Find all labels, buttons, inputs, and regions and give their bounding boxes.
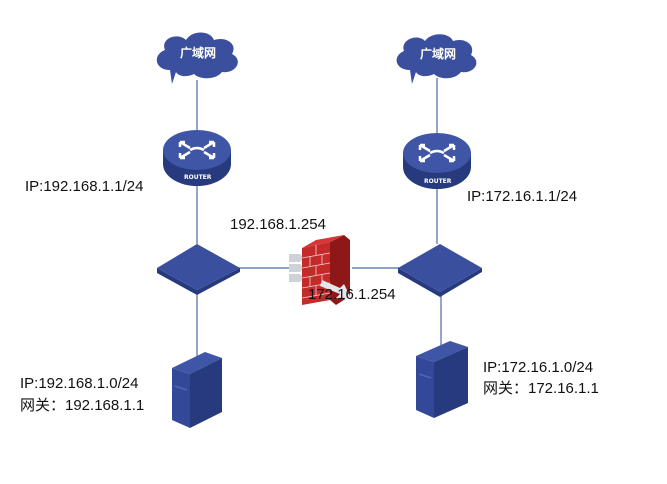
left-wan-cloud: 广域网 bbox=[156, 32, 238, 84]
right-cloud-label: 广域网 bbox=[420, 46, 456, 61]
right-switch bbox=[398, 244, 482, 297]
right-router-label: ROUTER bbox=[424, 178, 452, 185]
traffic-arrows-icon bbox=[289, 254, 304, 282]
firewall-right-ip-label: 172.16.1.254 bbox=[308, 286, 396, 303]
left-host-pc bbox=[172, 352, 222, 428]
left-router-label: ROUTER bbox=[184, 174, 212, 181]
firewall-left-ip-label: 192.168.1.254 bbox=[230, 216, 326, 233]
router-arrows-icon bbox=[418, 143, 456, 163]
left-router-ip-label: IP:192.168.1.1/24 bbox=[25, 178, 144, 195]
right-wan-cloud: 广域网 bbox=[396, 34, 477, 84]
links bbox=[196, 78, 442, 358]
right-host-pc bbox=[416, 341, 468, 418]
right-router-ip-label: IP:172.16.1.1/24 bbox=[467, 188, 578, 205]
pc-tower-icon bbox=[172, 368, 190, 428]
pc-tower-icon bbox=[416, 356, 434, 418]
right-router: ROUTER bbox=[403, 133, 471, 189]
cloud-icon bbox=[156, 32, 238, 84]
router-arrows-icon bbox=[178, 140, 216, 160]
firewall bbox=[289, 235, 352, 305]
left-cloud-label: 广域网 bbox=[180, 45, 216, 60]
left-switch bbox=[157, 244, 240, 295]
right-host-gateway-label: 网关：172.16.1.1 bbox=[483, 380, 599, 397]
left-host-gateway-label: 网关：192.168.1.1 bbox=[20, 397, 145, 414]
right-host-ip-label: IP:172.16.1.0/24 bbox=[483, 359, 594, 376]
left-router: ROUTER bbox=[163, 130, 231, 186]
cloud-icon bbox=[396, 34, 477, 84]
left-host-ip-label: IP:192.168.1.0/24 bbox=[20, 375, 139, 392]
